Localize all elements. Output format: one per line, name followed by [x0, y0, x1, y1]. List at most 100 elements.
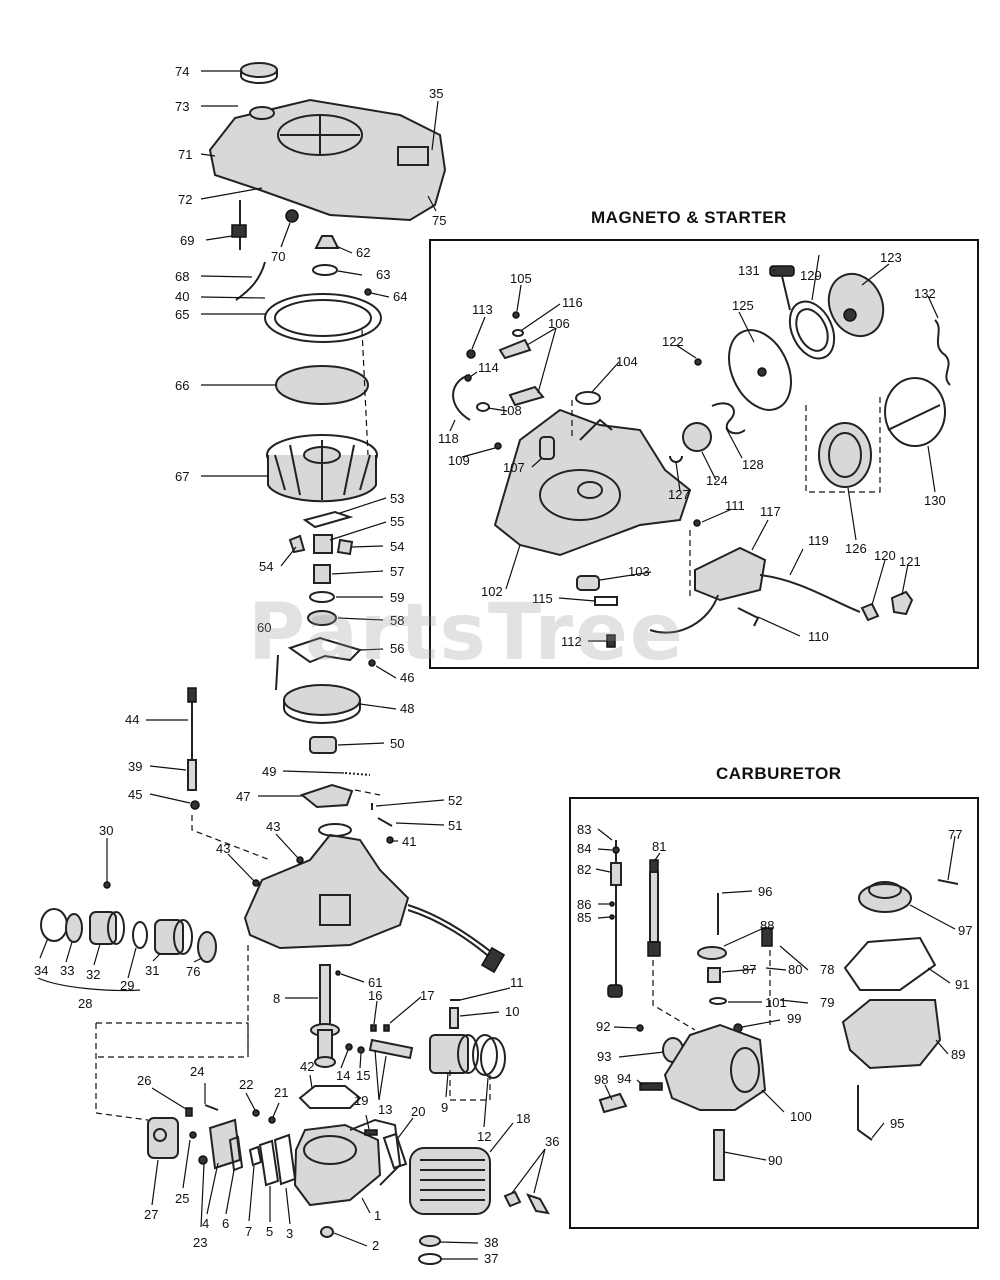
label-7: 7 [245, 1224, 252, 1239]
spring-129-part [788, 300, 836, 360]
label-17: 17 [420, 988, 434, 1003]
pulley-125-part [728, 329, 792, 411]
seal-104-part [575, 391, 601, 405]
alignment-line-3 [96, 1022, 249, 1058]
label-45: 45 [128, 787, 142, 802]
screw-122-part [694, 358, 702, 366]
label-11: 11 [510, 975, 524, 990]
label-54a: 54 [259, 559, 273, 574]
label-87: 87 [742, 962, 756, 977]
gear-32-part [89, 911, 125, 945]
label-38: 38 [484, 1235, 498, 1250]
magneto-starter-box [429, 239, 979, 669]
label-71: 71 [178, 147, 192, 162]
lock-17-part [383, 1024, 390, 1032]
spring-126-part [818, 422, 872, 488]
label-41: 41 [402, 834, 416, 849]
label-50: 50 [390, 736, 404, 751]
valve-88-part [697, 946, 727, 960]
screw-109-part [494, 442, 502, 450]
washer-63-part [312, 264, 338, 276]
magneto-starter-heading: MAGNETO & STARTER [591, 208, 787, 227]
label-28: 28 [78, 996, 92, 1011]
fuel-hose-part [235, 261, 266, 301]
clip-127-part [669, 455, 683, 463]
screw-92-part [636, 1024, 644, 1032]
label-23: 23 [193, 1235, 207, 1250]
plate-56-part [287, 636, 362, 664]
label-126: 126 [845, 541, 867, 556]
label-76: 76 [186, 964, 200, 979]
label-102: 102 [481, 584, 503, 599]
label-86: 86 [577, 897, 591, 912]
label-67: 67 [175, 469, 189, 484]
label-98: 98 [594, 1072, 608, 1087]
plate-3-part [273, 1133, 297, 1186]
label-90: 90 [768, 1153, 782, 1168]
label-61: 61 [368, 975, 382, 990]
screw-114-part [464, 374, 472, 382]
label-95: 95 [890, 1116, 904, 1131]
fuel-tank-part [208, 98, 447, 222]
label-129: 129 [800, 268, 822, 283]
label-106: 106 [548, 316, 570, 331]
piston-rings-12-part [472, 1034, 506, 1079]
screw-105-part [512, 311, 520, 319]
pin-24-part [204, 1104, 219, 1111]
lead-118-part [452, 374, 471, 421]
screen-part [275, 365, 369, 405]
cylinder-18-part [409, 1147, 491, 1215]
dipstick-44-part [187, 687, 197, 760]
label-131: 131 [738, 263, 760, 278]
spring-87-part [707, 967, 721, 983]
label-19: 19 [354, 1093, 368, 1108]
label-36: 36 [545, 1134, 559, 1149]
screw-113-part [466, 349, 476, 359]
label-4: 4 [202, 1216, 209, 1231]
spring-57-part [313, 564, 331, 584]
spring-39-part [187, 759, 197, 791]
bowl-89-part [841, 999, 942, 1070]
screw-30-part [103, 881, 111, 889]
label-40: 40 [175, 289, 189, 304]
snap-ring-34-part [40, 908, 68, 942]
gear-124-part [681, 422, 713, 452]
label-47: 47 [236, 789, 250, 804]
label-99: 99 [787, 1011, 801, 1026]
label-31: 31 [145, 963, 159, 978]
label-81: 81 [652, 839, 666, 854]
gasket-6-part [228, 1135, 244, 1172]
alignment-line-5 [361, 329, 369, 456]
seal-58-part [307, 610, 337, 626]
bearing-15-part [357, 1046, 365, 1054]
lead-60-part [275, 654, 279, 691]
label-84: 84 [577, 841, 591, 856]
label-118: 118 [438, 431, 459, 446]
spring-55-part [313, 534, 333, 554]
label-56: 56 [390, 641, 404, 656]
seat-80-part [761, 927, 773, 947]
label-16: 16 [368, 988, 382, 1003]
pin-77-part [937, 879, 959, 885]
points-106-part [498, 338, 532, 360]
label-72: 72 [178, 192, 192, 207]
lead-117b-part [649, 594, 719, 634]
label-13: 13 [378, 1102, 392, 1117]
choke-97-part [858, 881, 912, 913]
label-52: 52 [448, 793, 462, 808]
label-105: 105 [510, 271, 532, 286]
cover-130-part [884, 377, 946, 447]
label-96: 96 [758, 884, 772, 899]
nut-25-part [189, 1131, 197, 1139]
spark-plug-36b-part [526, 1193, 550, 1215]
spark-plug-36a-part [503, 1190, 522, 1208]
label-85: 85 [577, 910, 591, 925]
disc-76-part [197, 931, 217, 963]
knob-83-part [607, 984, 623, 998]
gasket-7-part [248, 1145, 263, 1167]
label-103: 103 [628, 564, 650, 579]
spring-82-part [610, 862, 622, 886]
rope-131-part [781, 275, 791, 311]
label-8: 8 [273, 991, 280, 1006]
flywheel-part [266, 434, 378, 503]
